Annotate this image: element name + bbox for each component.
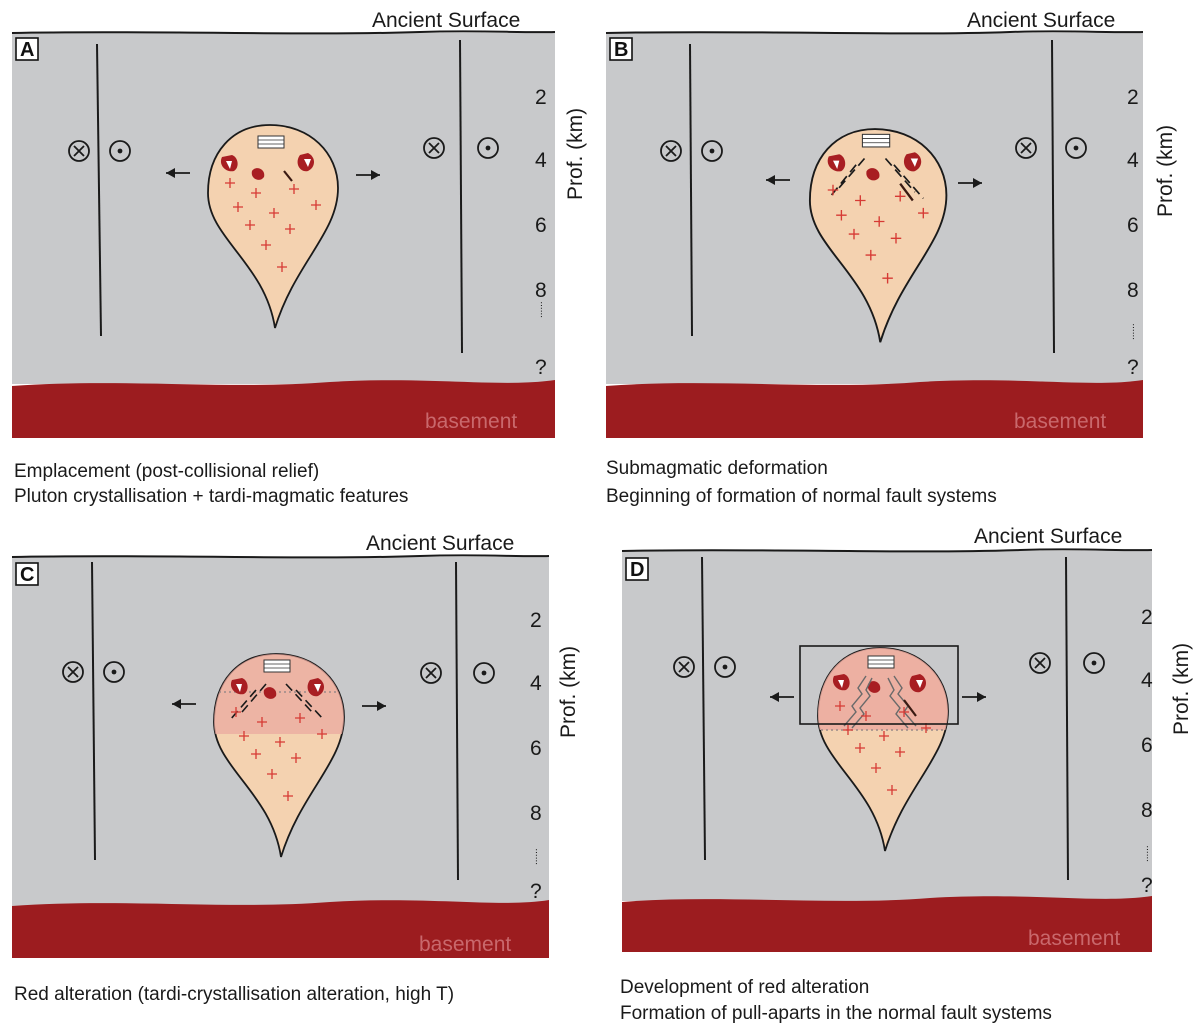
roof-pendant [862,134,889,147]
depth-tick: ? [1141,874,1153,897]
panel-letter: A [20,39,34,61]
panel-b: basement Ancient Surface B [606,9,1177,507]
depth-tick: 4 [530,672,542,695]
caption-line: Formation of pull-aparts in the normal f… [620,1003,1052,1024]
depth-axis-label: Prof. (km) [557,646,580,738]
panel-a: basement Ancient Surface A [12,9,587,507]
depth-tick-ellipsis: ...... [1126,323,1137,340]
depth-axis-label: Prof. (km) [1154,125,1177,217]
panel-letter: B [614,39,628,61]
depth-tick: 2 [1127,86,1139,109]
depth-tick: 2 [535,86,547,109]
caption-line: Development of red alteration [620,977,869,998]
panel-letter: D [630,559,644,581]
caption-line: Submagmatic deformation [606,458,828,479]
depth-tick: 6 [535,214,547,237]
basement-label: basement [419,933,511,956]
depth-tick-ellipsis: ...... [529,848,540,865]
depth-tick: 8 [530,802,542,825]
panel-letter: C [20,564,34,586]
ancient-surface-label: Ancient Surface [967,9,1115,32]
caption-line: Pluton crystallisation + tardi-magmatic … [14,486,408,507]
ancient-surface-label: Ancient Surface [974,525,1122,548]
basement-label: basement [425,410,517,433]
roof-pendant [258,136,284,148]
depth-axis-label: Prof. (km) [1170,643,1193,735]
depth-tick-ellipsis: ...... [534,301,545,318]
depth-tick: ? [1127,356,1139,379]
panel-c: basement Ancient Surface C [12,532,580,1005]
ancient-surface-label: Ancient Surface [366,532,514,555]
depth-axis-label: Prof. (km) [564,108,587,200]
depth-tick: 8 [1141,799,1153,822]
panel-d: basement Ancient Surface D [620,525,1193,1024]
depth-tick: 2 [530,609,542,632]
depth-tick: 2 [1141,606,1153,629]
roof-pendant [264,660,290,672]
basement-label: basement [1014,410,1106,433]
depth-tick: ? [530,880,542,903]
caption-line: Emplacement (post-collisional relief) [14,461,319,482]
caption-line: Red alteration (tardi-crystallisation al… [14,984,454,1005]
depth-tick: 4 [1141,669,1153,692]
depth-tick: 4 [1127,149,1139,172]
depth-tick: 4 [535,149,547,172]
depth-tick-ellipsis: ...... [1140,845,1151,862]
depth-tick: 8 [1127,279,1139,302]
basement-label: basement [1028,927,1120,950]
roof-pendant [868,656,894,668]
depth-tick: ? [535,356,547,379]
depth-tick: 6 [1127,214,1139,237]
ancient-surface-label: Ancient Surface [372,9,520,32]
caption-line: Beginning of formation of normal fault s… [606,486,997,507]
depth-tick: 6 [1141,734,1153,757]
depth-tick: 8 [535,279,547,302]
depth-tick: 6 [530,737,542,760]
